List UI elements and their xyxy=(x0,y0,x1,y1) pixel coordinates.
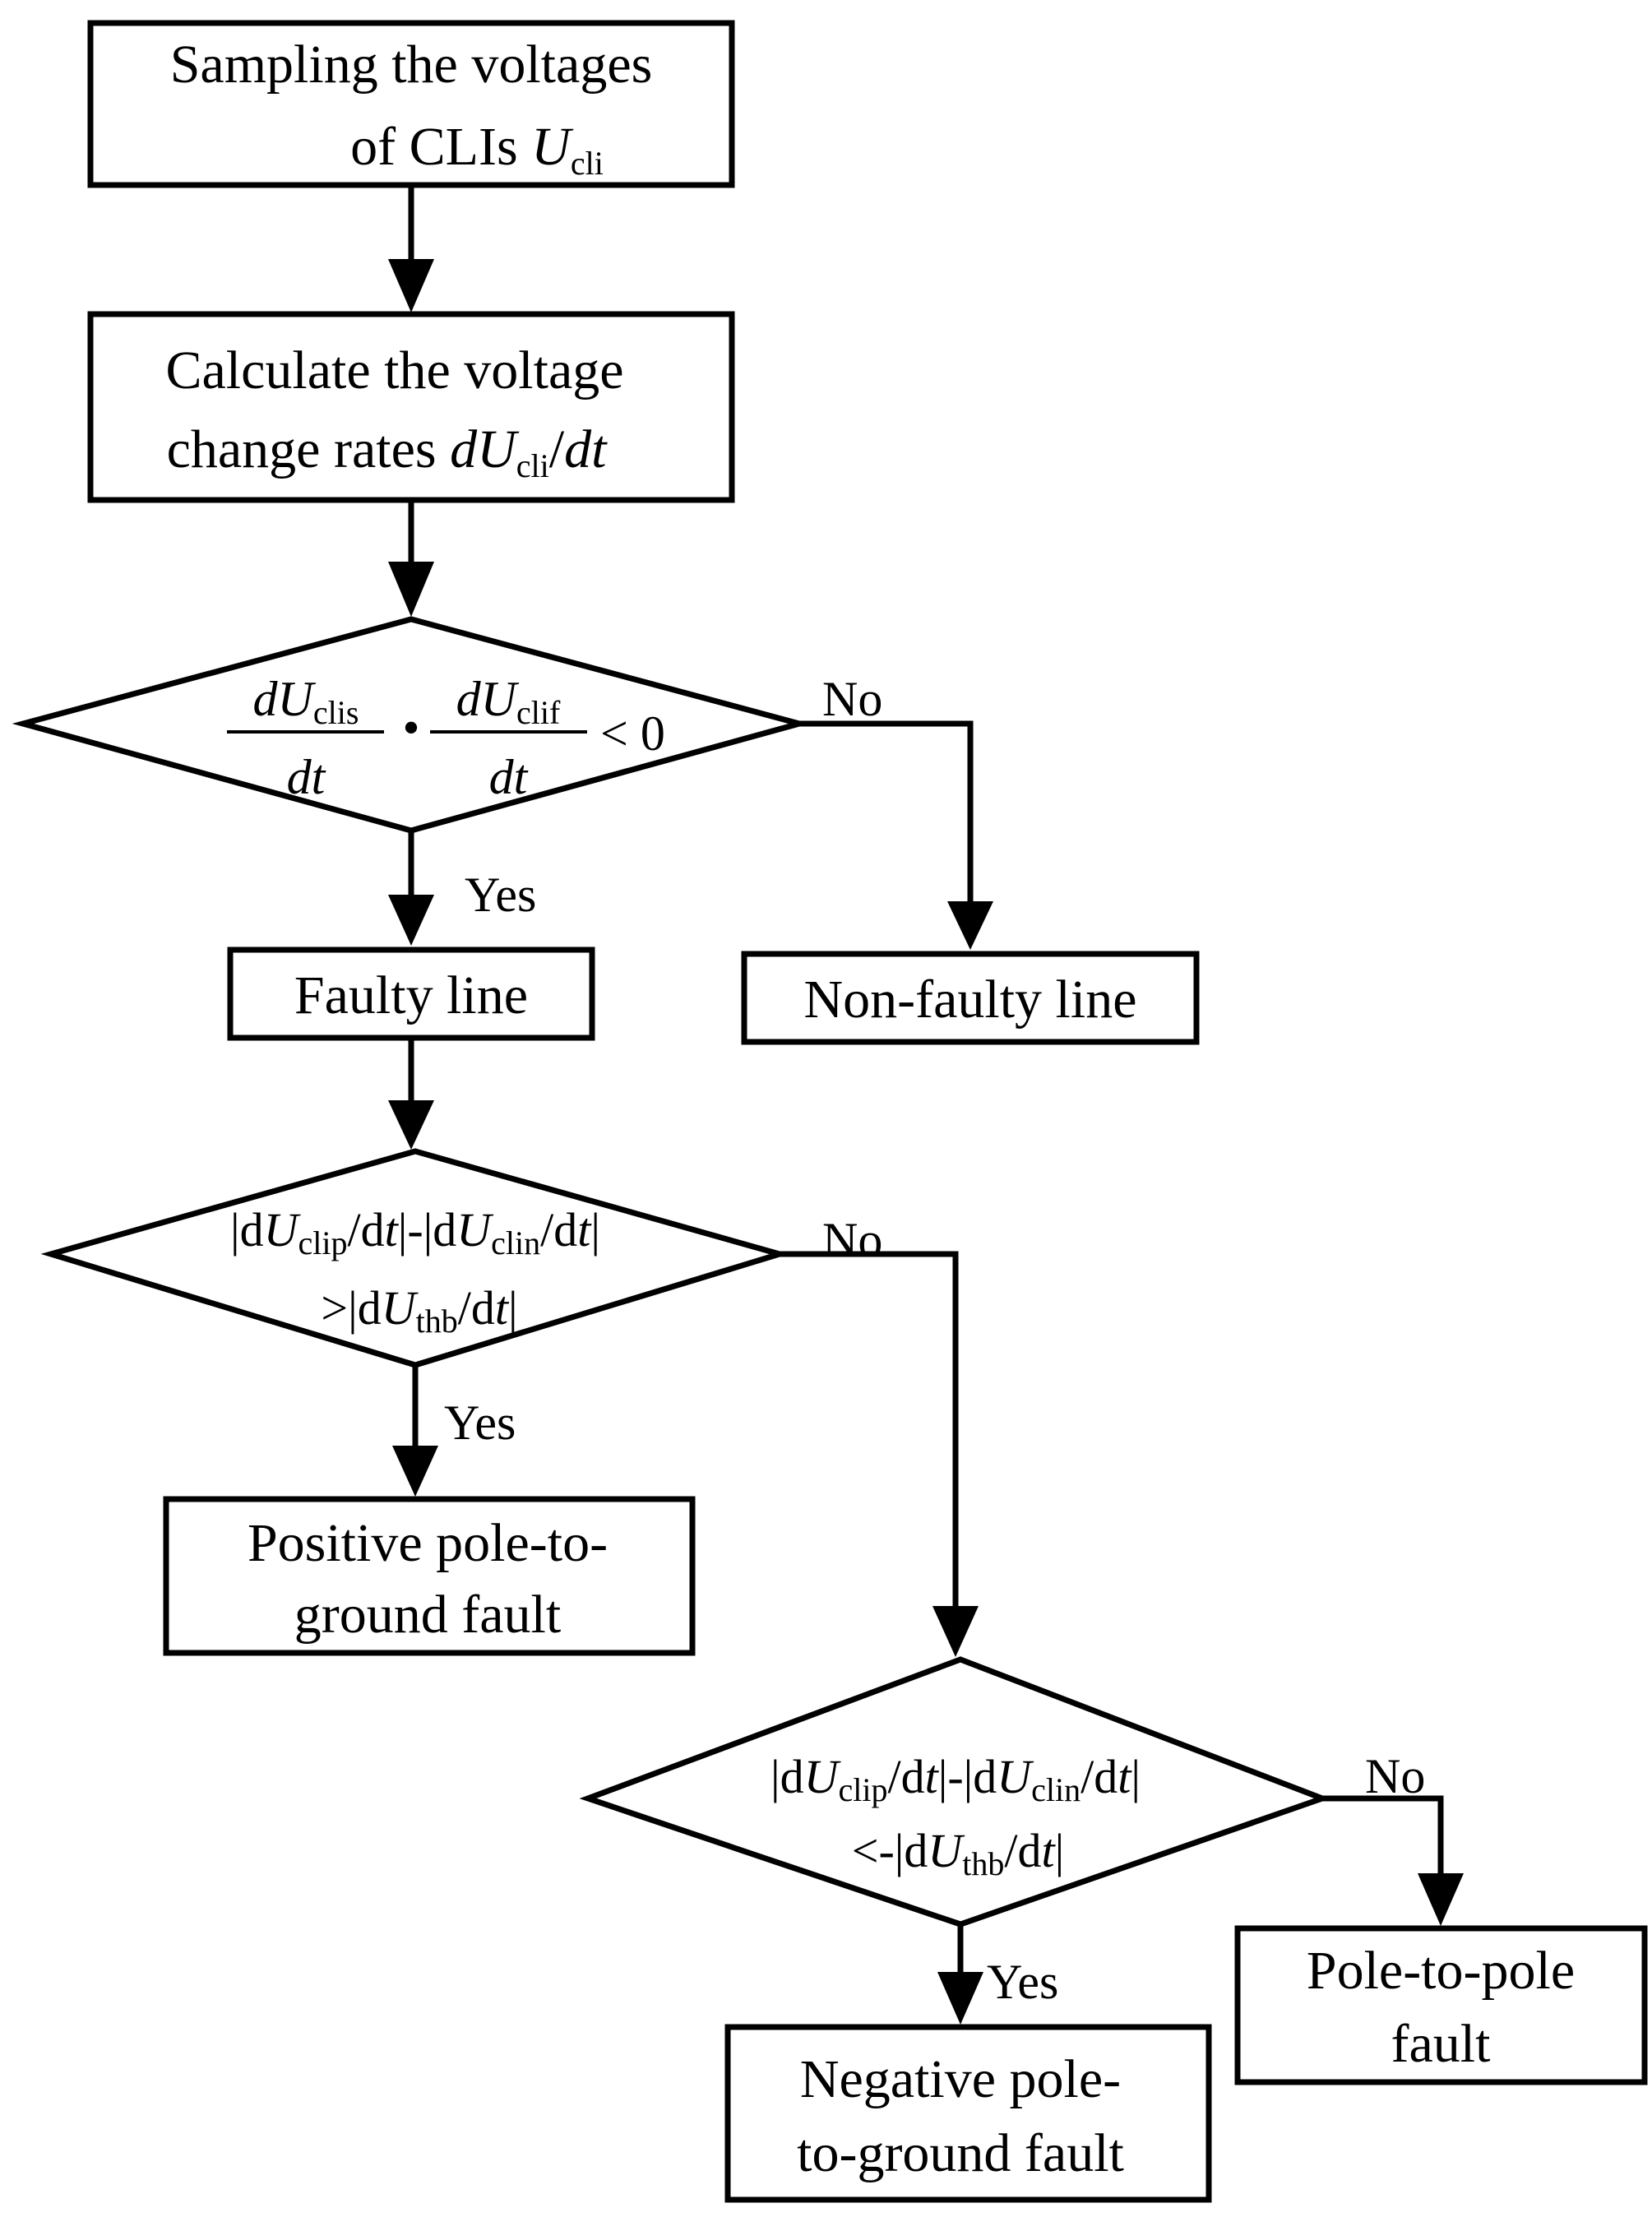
process-box xyxy=(163,1496,696,1656)
node-sample: Sampling the voltages of CLIs Ucli xyxy=(87,20,735,188)
positive-line1: Positive pole-to- xyxy=(248,1513,608,1573)
nonfaulty-label: Non-faulty line xyxy=(803,970,1136,1030)
decision3-line2: <-|dUthb/dt| xyxy=(852,1824,1065,1882)
process-box xyxy=(1234,1925,1648,2085)
decision1-dot: • xyxy=(402,701,419,755)
arrowhead xyxy=(932,1606,979,1657)
decision3-yes-label: Yes xyxy=(987,1955,1058,2009)
decision-diamond xyxy=(40,1148,790,1368)
process-box xyxy=(227,947,595,1041)
node-nonfaulty: Non-faulty line xyxy=(741,951,1200,1045)
negative-line1: Negative pole- xyxy=(800,2049,1121,2109)
process-box xyxy=(87,311,735,503)
arrowhead xyxy=(388,895,434,946)
process-box xyxy=(741,951,1200,1045)
sample-line2: of CLIs Ucli xyxy=(350,117,604,182)
arrowhead xyxy=(388,1100,434,1150)
pole-line2: fault xyxy=(1391,2014,1491,2074)
decision1-numerator-2: dUclif xyxy=(456,672,561,731)
edge-decision1-no xyxy=(796,720,974,906)
decision1-denominator-1: dt xyxy=(287,750,326,804)
decision2-yes-label: Yes xyxy=(444,1395,516,1450)
decision2-line2: >|dUthb/dt| xyxy=(321,1281,517,1340)
node-pole: Pole-to-pole fault xyxy=(1234,1925,1648,2085)
arrowheads xyxy=(388,259,1464,2025)
arrowhead xyxy=(947,901,993,950)
decision-1: dUclis dt • dUclif dt < 0 xyxy=(12,616,811,834)
branch-labels: No Yes No Yes No Yes xyxy=(444,672,1425,2009)
process-box xyxy=(724,2024,1212,2203)
connectors xyxy=(408,182,1444,1977)
decision3-no-label: No xyxy=(1365,1749,1425,1803)
negative-line2: to-ground fault xyxy=(797,2123,1124,2183)
edge-decision3-no xyxy=(1319,1795,1444,1878)
arrowhead xyxy=(388,562,434,617)
node-faulty: Faulty line xyxy=(227,947,595,1041)
arrowhead xyxy=(937,1972,983,2025)
decision1-no-label: No xyxy=(822,672,882,726)
decision2-no-label: No xyxy=(822,1213,882,1267)
node-calc: Calculate the voltage change rates dUcli… xyxy=(87,311,735,503)
faulty-label: Faulty line xyxy=(294,965,528,1025)
decision-2: |dUclip/dt|-|dUclin/dt| >|dUthb/dt| xyxy=(40,1148,790,1368)
arrowhead xyxy=(1418,1873,1464,1926)
calc-line1: Calculate the voltage xyxy=(165,340,623,400)
decision-3: |dUclip/dt|-|dUclin/dt| <-|dUthb/dt| xyxy=(579,1656,1331,1928)
edge-decision2-no xyxy=(776,1251,959,1611)
sample-line1: Sampling the voltages xyxy=(170,35,653,95)
arrowhead xyxy=(392,1446,438,1497)
arrowhead xyxy=(388,259,434,312)
decision-diamond xyxy=(579,1656,1331,1928)
positive-line2: ground fault xyxy=(294,1585,561,1645)
node-positive: Positive pole-to- ground fault xyxy=(163,1496,696,1656)
decision2-line1: |dUclip/dt|-|dUclin/dt| xyxy=(230,1203,600,1261)
decision3-line1: |dUclip/dt|-|dUclin/dt| xyxy=(770,1750,1141,1808)
decision1-relation: < 0 xyxy=(600,706,665,761)
decision1-denominator-2: dt xyxy=(489,750,529,804)
decision1-numerator-1: dUclis xyxy=(253,672,359,731)
decision1-yes-label: Yes xyxy=(465,868,536,922)
decision-diamond xyxy=(12,616,811,834)
process-box xyxy=(87,20,735,188)
pole-line1: Pole-to-pole xyxy=(1307,1941,1575,2001)
node-negative: Negative pole- to-ground fault xyxy=(724,2024,1212,2203)
calc-line2: change rates dUcli/dt xyxy=(167,419,608,484)
